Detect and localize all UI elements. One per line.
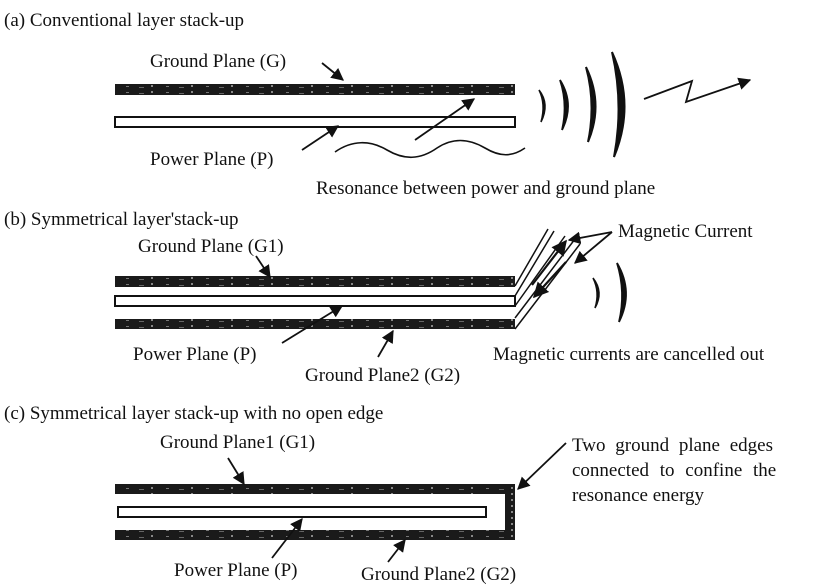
- panel-c-title: (c) Symmetrical layer stack-up with no o…: [4, 403, 384, 424]
- ground-plane-g1-label: Ground Plane (G1): [138, 236, 284, 257]
- power-b-arrow: [281, 305, 344, 344]
- radiation-zigzag: [643, 77, 752, 104]
- ground-plane-g2-b-label: Ground Plane2 (G2): [305, 365, 461, 386]
- resonance-arrow: [414, 98, 476, 141]
- power-a-arrow: [301, 125, 340, 151]
- ground1-b-arrow: [255, 255, 271, 279]
- panel-b-title: (b) Symmetrical layer'stack-up: [4, 209, 239, 230]
- connected-ground-planes: [115, 484, 515, 540]
- power-plane-c-bar: [117, 506, 487, 518]
- edge-note-arrow: [517, 442, 567, 490]
- power-plane-p-bar: [114, 116, 516, 128]
- magnetic-arrow-2: [532, 261, 567, 299]
- edge-note-line-1: Two ground plane edges: [572, 435, 773, 456]
- ground-plane1-c-label: Ground Plane1 (G1): [160, 432, 316, 453]
- panel-c-graphics: [115, 442, 567, 563]
- panel-b-graphics: [114, 228, 627, 358]
- ground-plane2-c-label: Ground Plane2 (G2): [361, 564, 517, 585]
- ground1-c-arrow: [227, 457, 245, 486]
- radiation-waves-b: [592, 262, 627, 323]
- magnetic-label-pointer-2: [574, 231, 613, 264]
- radiation-waves-a: [538, 51, 626, 158]
- power-plane-a-label: Power Plane (P): [150, 149, 274, 170]
- edge-note-line-3: resonance energy: [572, 485, 705, 506]
- panel-a-graphics: [114, 51, 752, 159]
- ground-plane-g1-bar: [115, 276, 515, 287]
- ground-plane-g-bar: [115, 84, 515, 95]
- resonance-caption: Resonance between power and ground plane: [316, 178, 656, 199]
- magnetic-current-fan: [514, 228, 581, 330]
- power-c-arrow: [271, 518, 303, 559]
- ground-a-arrow: [321, 62, 344, 81]
- power-plane-b-label: Power Plane (P): [133, 344, 257, 365]
- ground-plane-g2-bar: [115, 319, 515, 329]
- edge-note-line-2: connected to confine the: [572, 460, 777, 481]
- resonance-wave: [334, 139, 526, 159]
- magnetic-arrow-1: [531, 239, 567, 286]
- power-plane-b-bar: [114, 295, 516, 307]
- magnetic-cancel-caption: Magnetic currents are cancelled out: [493, 344, 765, 365]
- magnetic-label-pointer-1: [567, 231, 613, 245]
- ground2-c-arrow: [387, 539, 406, 563]
- ground-plane-g-label: Ground Plane (G): [150, 51, 287, 72]
- magnetic-current-label: Magnetic Current: [618, 221, 753, 242]
- power-plane-c-label: Power Plane (P): [174, 560, 298, 581]
- panel-a-title: (a) Conventional layer stack-up: [4, 10, 245, 31]
- ground2-b-arrow: [377, 329, 394, 358]
